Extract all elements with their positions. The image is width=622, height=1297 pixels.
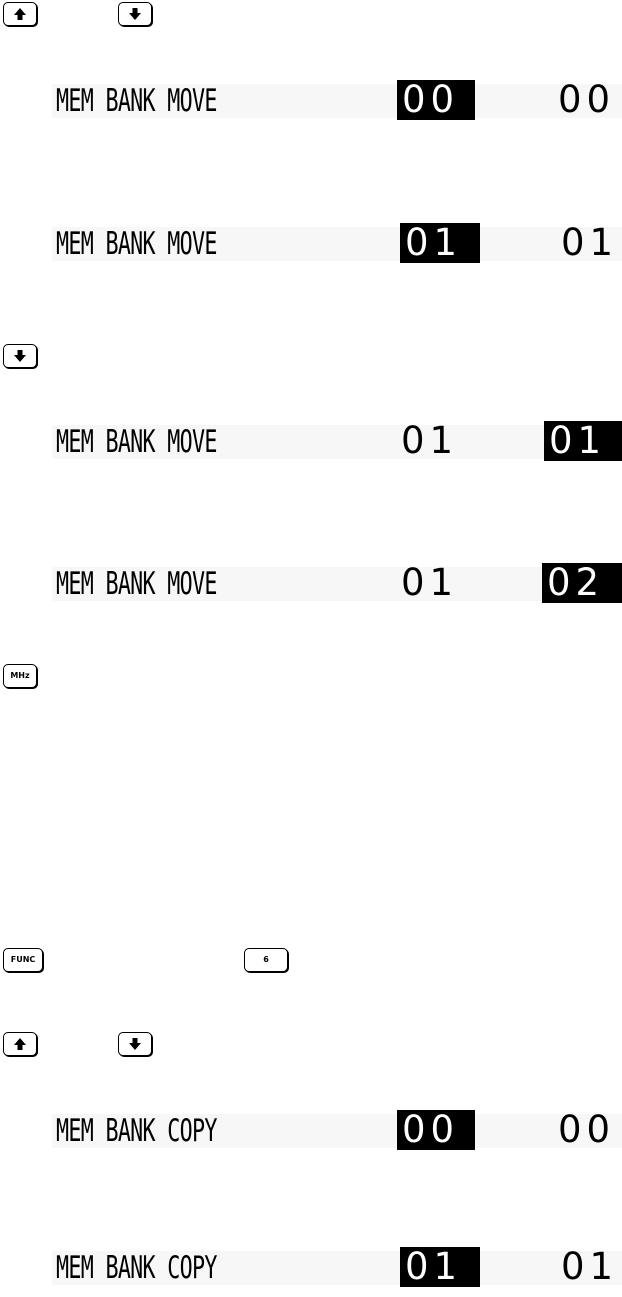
lcd-right-value: 01 [556, 1247, 622, 1287]
lcd-right-value: 01 [544, 421, 622, 461]
up-key [3, 2, 37, 26]
lcd-left-value: 00 [397, 80, 475, 120]
lcd-left-value: 01 [396, 421, 466, 461]
lcd-display: MEM BANK MOVE 01 01 [0, 415, 622, 471]
lcd-left-value: 01 [396, 563, 466, 603]
lcd-right-value: 00 [553, 80, 621, 120]
down-key [3, 344, 37, 368]
lcd-right-value: 01 [556, 223, 622, 263]
up-arrow-icon [13, 7, 27, 21]
lcd-label: MEM BANK MOVE [56, 565, 217, 603]
lcd-label: MEM BANK MOVE [56, 82, 217, 120]
func-key: FUNC [3, 948, 43, 972]
lcd-label: MEM BANK COPY [56, 1112, 217, 1150]
mhz-key: MHz [3, 664, 37, 688]
down-arrow-icon [128, 7, 142, 21]
lcd-label: MEM BANK MOVE [56, 225, 217, 263]
up-arrow-icon [13, 1037, 27, 1051]
lcd-right-value: 02 [542, 563, 622, 603]
up-key [3, 1032, 37, 1056]
down-arrow-icon [128, 1037, 142, 1051]
lcd-left-value: 01 [400, 223, 480, 263]
lcd-left-value: 00 [397, 1110, 475, 1150]
lcd-display: MEM BANK COPY 00 00 [0, 1104, 622, 1160]
down-key [118, 1032, 152, 1056]
lcd-right-value: 00 [553, 1110, 621, 1150]
lcd-display: MEM BANK MOVE 01 01 [0, 217, 622, 273]
six-key: 6 [244, 948, 288, 972]
lcd-display: MEM BANK COPY 01 01 [0, 1241, 622, 1297]
lcd-display: MEM BANK MOVE 01 02 [0, 557, 622, 613]
lcd-label: MEM BANK MOVE [56, 423, 217, 461]
down-key [118, 2, 152, 26]
down-arrow-icon [13, 349, 27, 363]
lcd-left-value: 01 [400, 1247, 480, 1287]
lcd-display: MEM BANK MOVE 00 00 [0, 74, 622, 130]
lcd-label: MEM BANK COPY [56, 1249, 217, 1287]
